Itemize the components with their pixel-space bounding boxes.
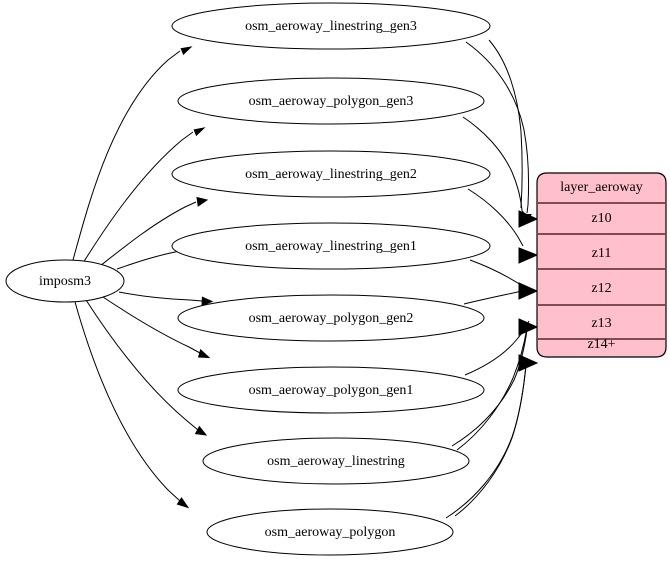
node-shape-polygon[interactable] <box>206 508 454 556</box>
node-osm-aeroway-linestring-gen2[interactable]: osm_aeroway_linestring_gen2 <box>171 150 491 198</box>
edge-imposm3-to-polygon-gen1 <box>102 296 211 359</box>
table-row-z10[interactable]: z10 <box>538 211 665 235</box>
node-label-linestring-gen2: osm_aeroway_linestring_gen2 <box>245 167 417 182</box>
edge-imposm3-to-linestring <box>85 299 208 436</box>
edge-bypass-bottom <box>454 363 527 517</box>
node-osm-aeroway-polygon[interactable]: osm_aeroway_polygon <box>206 508 454 556</box>
node-label-linestring: osm_aeroway_linestring <box>267 454 405 469</box>
table-body <box>536 172 667 358</box>
node-label-linestring-gen1: osm_aeroway_linestring_gen1 <box>245 239 417 254</box>
node-osm-aeroway-linestring-gen3[interactable]: osm_aeroway_linestring_gen3 <box>171 2 491 50</box>
edge-imposm3-to-polygon-gen2 <box>118 291 214 307</box>
edge-polygon-gen2-to-z12 <box>463 289 529 305</box>
node-shape-linestring-gen1[interactable] <box>171 222 491 270</box>
edge-linestring-to-z13 <box>451 329 528 447</box>
edge-imposm3-to-linestring-gen3 <box>72 46 193 261</box>
table-row-z11[interactable]: z11 <box>538 246 665 270</box>
table-row-label-z11: z11 <box>592 246 612 261</box>
table-row-z13[interactable]: z13 <box>538 316 665 340</box>
node-osm-aeroway-polygon-gen2[interactable]: osm_aeroway_polygon_gen2 <box>177 294 485 342</box>
table-row-label-z14: z14+ <box>587 337 615 352</box>
node-label-polygon-gen2: osm_aeroway_polygon_gen2 <box>249 311 414 326</box>
edge-imposm3-to-linestring-gen2 <box>99 196 209 267</box>
node-label-linestring-gen3: osm_aeroway_linestring_gen3 <box>245 19 417 34</box>
node-shape-linestring[interactable] <box>202 437 470 485</box>
node-shape-polygon-gen1[interactable] <box>177 366 485 414</box>
node-shape-linestring-gen2[interactable] <box>171 150 491 198</box>
node-osm-aeroway-linestring[interactable]: osm_aeroway_linestring <box>202 437 470 485</box>
edge-group-nodes-to-table <box>445 39 539 519</box>
table-row-z14[interactable]: z14+ <box>587 337 615 352</box>
arrow-into-z10 <box>518 210 539 228</box>
edge-bypass-upper <box>488 39 523 209</box>
edge-polygon-gen1-to-z13 <box>464 318 539 376</box>
node-label-polygon-gen3: osm_aeroway_polygon_gen3 <box>249 94 414 109</box>
node-imposm3-label: imposm3 <box>39 274 91 289</box>
edge-imposm3-to-polygon <box>74 301 190 509</box>
table-header-label: layer_aeroway <box>560 180 642 195</box>
edge-imposm3-to-polygon-gen3 <box>82 127 206 264</box>
node-osm-aeroway-polygon-gen3[interactable]: osm_aeroway_polygon_gen3 <box>177 77 485 125</box>
node-label-polygon-gen1: osm_aeroway_polygon_gen1 <box>249 383 414 398</box>
edge-bypass-lower <box>456 327 528 451</box>
table-row-label-z13: z13 <box>591 316 611 331</box>
table-row-z12[interactable]: z12 <box>538 281 665 306</box>
table-row-label-z12: z12 <box>591 281 611 296</box>
node-layer-aeroway-table[interactable]: layer_aeroway z10 z11 z12 z13 <box>536 172 667 358</box>
node-shape-linestring-gen3[interactable] <box>171 2 491 50</box>
node-imposm3[interactable]: imposm3 <box>5 259 125 303</box>
node-imposm3-shape[interactable] <box>5 259 125 303</box>
node-label-polygon: osm_aeroway_polygon <box>265 525 396 540</box>
node-shape-polygon-gen3[interactable] <box>177 77 485 125</box>
node-shape-polygon-gen2[interactable] <box>177 294 485 342</box>
table-row-label-z10: z10 <box>591 211 611 226</box>
edge-linestring-gen2-to-z11 <box>467 188 539 264</box>
node-osm-aeroway-polygon-gen1[interactable]: osm_aeroway_polygon_gen1 <box>177 366 485 414</box>
edge-linestring-gen1-to-z12 <box>469 259 539 300</box>
node-osm-aeroway-linestring-gen1[interactable]: osm_aeroway_linestring_gen1 <box>171 222 491 270</box>
